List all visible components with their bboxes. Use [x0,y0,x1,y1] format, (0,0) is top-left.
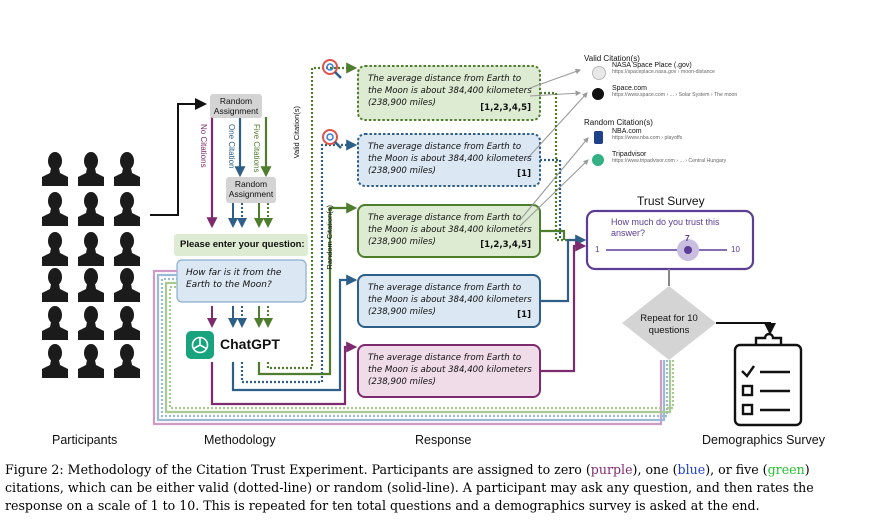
valid-citation-2[interactable]: Space.com https://www.space.com › ... › … [612,85,738,98]
response-box-one-valid [357,133,541,187]
trust-scale-selected: 7 [685,233,690,243]
side-label-random: Random Citation(s) [325,205,334,270]
prompt-header: Please enter your question: [180,239,305,250]
caption-blue-word: blue [677,462,706,477]
trust-scale-knob[interactable] [684,246,692,254]
assignment-arrow [150,98,207,216]
response-text-one-random: The average distance from Earth to the M… [368,283,532,320]
repeat-label: Repeat for 10 questions [640,313,698,336]
trust-survey-question: How much do you trust this answer? [611,217,720,238]
side-label-valid: Valid Citation(s) [292,106,301,159]
valid-citations-heading: Valid Citation(s) [584,54,640,63]
response-text-none: The average distance from Earth to the M… [368,353,532,387]
caption-green-word: green [767,462,805,477]
response-to-survey-lines [540,91,587,373]
column-label-demographics: Demographics Survey [702,433,825,447]
sub-arrows-top [228,203,273,228]
space-com-icon [592,88,604,100]
prompt-header-box [174,234,308,256]
column-label-methodology: Methodology [204,433,276,447]
figure-caption: Figure 2: Methodology of the Citation Tr… [5,462,814,513]
random-citations-heading: Random Citation(s) [584,118,653,127]
participants-group [42,152,140,378]
column-label-participants: Participants [52,433,118,447]
tripadvisor-icon [592,154,604,166]
chatgpt-output-lines [210,62,358,406]
caption-purple-word: purple [590,462,633,477]
repeat-diamond [622,286,716,360]
prompt-text[interactable]: How far is it from the Earth to the Moon… [186,268,282,290]
response-text-five-random: The average distance from Earth to the M… [368,213,532,250]
random-citation-2[interactable]: Tripadvisor https://www.tripadvisor.com … [612,151,727,164]
search-icon [322,59,342,79]
random-citation-1[interactable]: NBA.com https://www.nba.com › playoffs [612,128,683,141]
search-icon [322,129,342,149]
chatgpt-logo-mark [191,336,209,354]
arm-label-five: Five Citations [252,124,261,173]
valid-citation-1[interactable]: NASA Space Place (.gov) https://spacepla… [612,62,715,75]
random-assignment-box: Random Assignment [210,94,262,118]
response-text-five-valid: The average distance from Earth to the M… [368,74,532,113]
nba-icon [594,131,603,144]
trust-scale-min: 1 [595,245,600,254]
clipboard-icon [733,332,803,427]
repeat-to-demographics-arrow [716,322,776,335]
column-label-response: Response [415,433,472,447]
response-text-one-valid: The average distance from Earth to the M… [368,142,532,179]
trust-survey-title: Trust Survey [637,194,705,208]
loop-back-lines [152,269,675,426]
trust-scale-max: 10 [731,245,740,254]
random-assignment-box-2: Random Assignment [226,177,276,203]
chatgpt-label: ChatGPT [220,336,280,352]
arm-label-none: No Citations [199,124,208,168]
arm-label-one: One Citation [227,124,236,169]
sub-arrows-bottom [207,306,273,328]
prompt-input [176,259,307,303]
nasa-icon [592,66,606,80]
